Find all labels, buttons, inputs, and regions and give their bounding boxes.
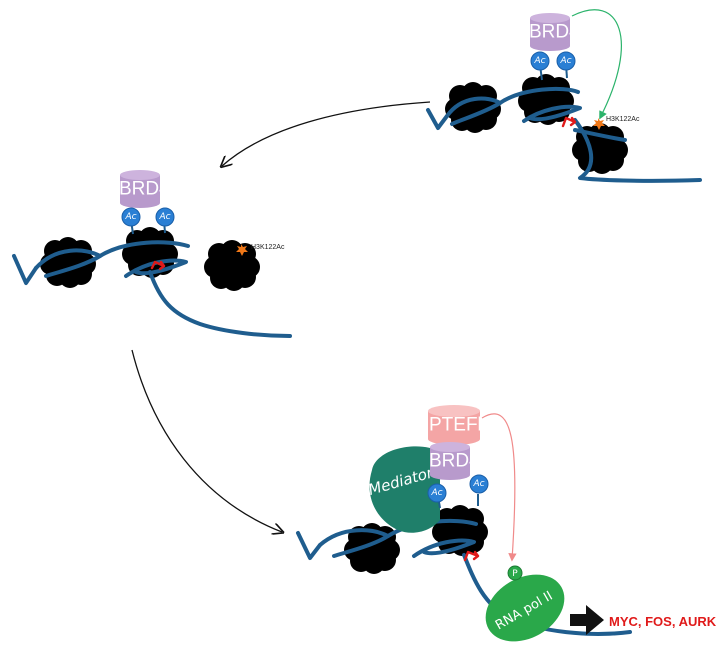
tss-arrow-icon — [463, 550, 480, 562]
cycle-arrow-left — [131, 349, 282, 532]
rna-pol-ii — [485, 574, 565, 642]
tss-arrow-icon — [150, 260, 166, 271]
svg-text:Ac: Ac — [430, 488, 442, 498]
svg-text:Ac: Ac — [533, 56, 545, 66]
mediator-complex — [369, 446, 440, 533]
svg-text:Ac: Ac — [559, 56, 571, 66]
h3k122ac-label-top: H3K122Ac — [606, 116, 640, 123]
acetyl-mark-top-2 — [556, 51, 576, 71]
brd4-label-middle: BRD4 — [119, 179, 170, 200]
brd4-label-bottom: BRD4 — [429, 451, 480, 472]
dna-strand-bottom — [296, 531, 322, 560]
recruit-arrow-bottom — [481, 413, 517, 562]
acetyl-mark-bottom-2 — [469, 474, 489, 494]
svg-text:Ac: Ac — [158, 212, 170, 222]
cycle-arrow-top — [222, 101, 431, 166]
brd4-label-top: BRD4 — [529, 22, 580, 43]
block-arrow-icon — [570, 605, 604, 635]
acetyl-star-icon — [593, 118, 605, 130]
dna-strand-middle — [12, 254, 38, 285]
dna-strand-top — [426, 108, 449, 130]
svg-text:Ac: Ac — [472, 479, 484, 489]
panel-top: BRD4 Ac Ac H3K122Ac — [426, 9, 702, 183]
phospho-mark — [507, 565, 523, 581]
acetyl-mark-top-1 — [530, 51, 550, 71]
acetyl-mark-middle-2 — [155, 207, 175, 227]
acetyl-mark-bottom-1 — [427, 483, 447, 503]
svg-text:Ac: Ac — [124, 212, 136, 222]
acetyl-star-icon — [236, 244, 248, 256]
panel-middle: BRD4 Ac Ac H3K122Ac — [12, 170, 292, 338]
h3k122ac-label-middle: H3K122Ac — [251, 244, 285, 251]
panel-bottom: Mediator PTEFb BRD4 Ac Ac RNA pol II P M… — [296, 405, 716, 642]
target-genes-label: MYC, FOS, AURKB — [609, 614, 716, 629]
phospho-label: P — [512, 569, 518, 579]
ptefb-label: PTEFb — [429, 415, 488, 436]
recruit-arrow-top — [571, 9, 622, 120]
tss-arrow-icon — [561, 116, 577, 128]
acetyl-mark-middle-1 — [121, 207, 141, 227]
